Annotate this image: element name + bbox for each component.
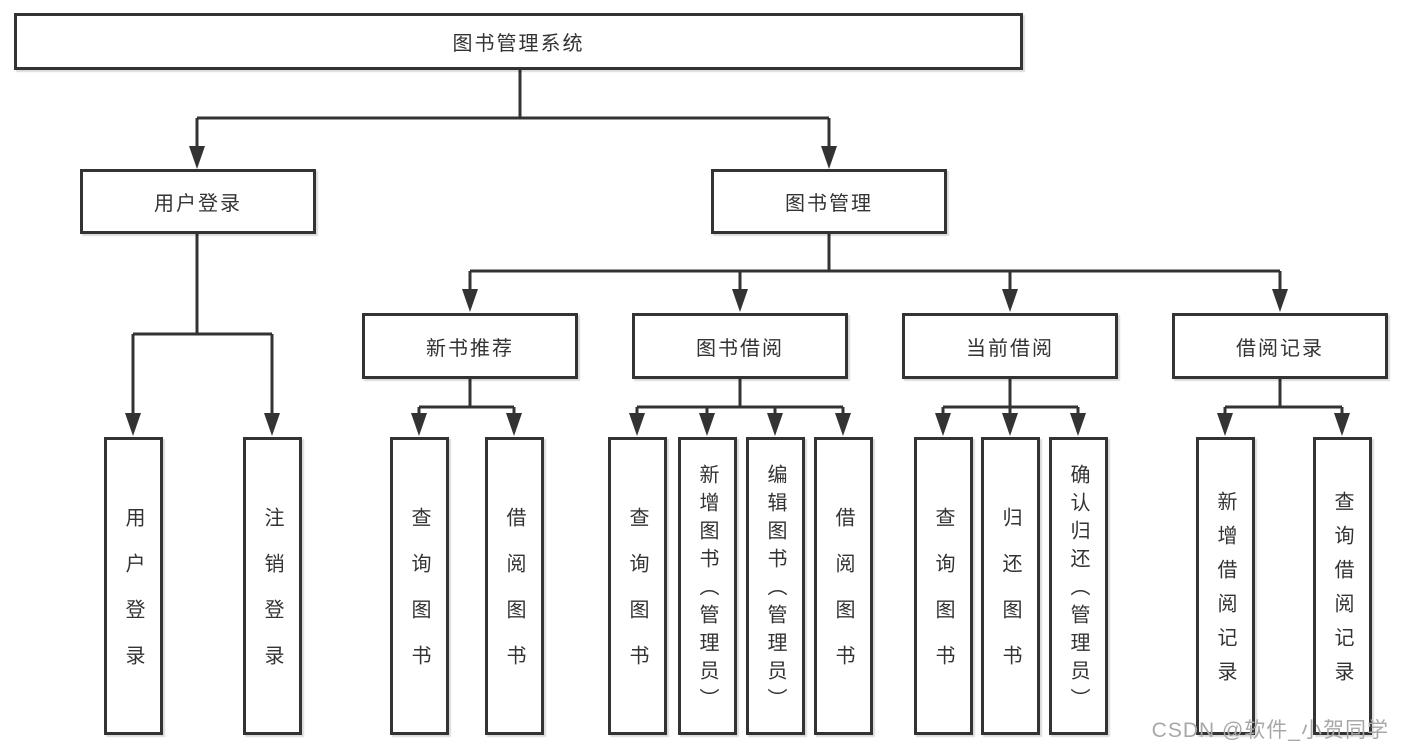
node-label: 新书推荐 <box>426 337 514 360</box>
node-user-login: 用户登录 <box>80 169 316 234</box>
node-label: 当前借阅 <box>966 337 1054 360</box>
leaf-query-borrow-record: 查询借阅记录 <box>1313 437 1372 735</box>
node-label: 图书管理系统 <box>452 33 585 55</box>
node-new-book-recommend: 新书推荐 <box>362 313 578 379</box>
leaf-edit-books-admin: 编辑图书（管理员） <box>746 437 805 735</box>
csdn-watermark: CSDN @软件_小贺同学 <box>1151 719 1389 742</box>
connector-book-management-to-level3 <box>462 234 1288 312</box>
node-borrow-records: 借阅记录 <box>1172 313 1388 379</box>
node-label: 归还图书 <box>999 507 1021 691</box>
node-label: 确认归还（管理员） <box>1067 464 1089 716</box>
connector-current-borrow-to-leaves <box>935 379 1086 436</box>
node-label: 用户登录 <box>154 193 242 215</box>
node-label: 用户登录 <box>122 507 144 691</box>
leaf-logout: 注销登录 <box>243 437 302 735</box>
node-label: 新增图书（管理员） <box>696 464 718 716</box>
node-label: 查询图书 <box>408 507 430 691</box>
node-label: 借阅图书 <box>503 507 525 691</box>
connector-user-login-to-leaves <box>125 234 280 436</box>
leaf-query-books-borrow: 查询图书 <box>608 437 667 735</box>
node-label: 查询图书 <box>932 507 954 691</box>
leaf-add-books-admin: 新增图书（管理员） <box>678 437 737 735</box>
leaf-user-login: 用户登录 <box>104 437 163 735</box>
connector-root-to-level2 <box>189 70 837 169</box>
node-current-borrow: 当前借阅 <box>902 313 1118 379</box>
node-book-management: 图书管理 <box>711 169 947 234</box>
node-label: 图书借阅 <box>696 337 784 360</box>
node-label: 查询图书 <box>626 507 648 691</box>
node-label: 查询借阅记录 <box>1331 491 1353 695</box>
node-root: 图书管理系统 <box>14 13 1023 70</box>
node-label: 编辑图书（管理员） <box>764 464 786 716</box>
connector-borrow-records-to-leaves <box>1217 379 1350 436</box>
connector-book-borrow-to-leaves <box>629 379 851 436</box>
leaf-borrow-books-recommend: 借阅图书 <box>485 437 544 735</box>
leaf-query-books-current: 查询图书 <box>914 437 973 735</box>
leaf-borrow-books-borrow: 借阅图书 <box>814 437 873 735</box>
node-label: 借阅记录 <box>1236 337 1324 360</box>
node-book-borrow: 图书借阅 <box>632 313 848 379</box>
leaf-query-books-recommend: 查询图书 <box>390 437 449 735</box>
node-label: 借阅图书 <box>832 507 854 691</box>
node-label: 注销登录 <box>261 507 283 691</box>
connector-new-book-recommend-to-leaves <box>411 379 522 436</box>
leaf-return-books: 归还图书 <box>981 437 1040 735</box>
leaf-add-borrow-record: 新增借阅记录 <box>1196 437 1255 735</box>
leaf-confirm-return-admin: 确认归还（管理员） <box>1049 437 1108 735</box>
node-label: 新增借阅记录 <box>1214 491 1236 695</box>
node-label: 图书管理 <box>785 193 873 215</box>
